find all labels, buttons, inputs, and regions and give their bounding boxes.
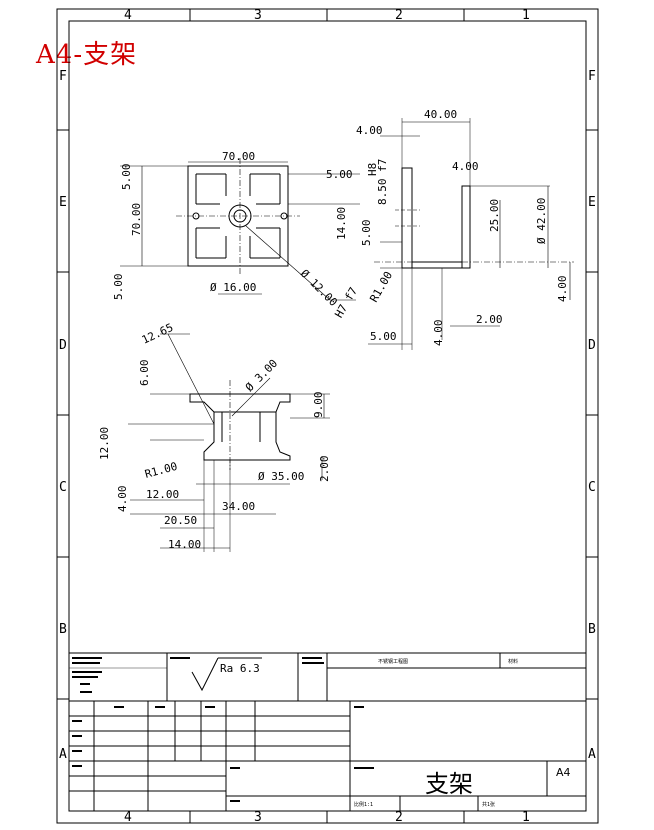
side-view (368, 118, 574, 350)
dim-front-inner: 14.00 (335, 207, 348, 240)
dim-side-bot4: 4.00 (432, 320, 445, 347)
zone-top-3: 2 (395, 8, 403, 23)
dim-side-dia42: Ø 42.00 (535, 198, 548, 244)
dim-side-bot2: 2.00 (476, 313, 503, 326)
zone-left-B: B (59, 622, 67, 637)
dim-sec-dia3: Ø 3.00 (243, 357, 280, 394)
zone-left-A: A (59, 747, 67, 762)
dim-side-5: 5.00 (360, 220, 373, 247)
part-name: 支架 (425, 770, 473, 798)
zone-top-2: 3 (254, 8, 262, 23)
dim-sec-14: 14.00 (168, 538, 201, 551)
dim-side-h8: H8 (366, 163, 379, 176)
surface-roughness: Ra 6.3 (220, 662, 260, 675)
dim-sec-r1: R1.00 (143, 460, 178, 481)
dim-front-top: 5.00 (120, 164, 133, 191)
zone-left-E: E (59, 195, 67, 210)
notes-text-marks (72, 657, 374, 802)
dim-side-25: 25.00 (488, 199, 501, 232)
tb-scale: 比例1:1 (354, 801, 373, 808)
dim-side-small: 4.00 (452, 160, 479, 173)
tb-sheet: 共1张 (482, 801, 495, 808)
dim-side-r1: R1.00 (367, 269, 395, 304)
dim-side-bot5: 5.00 (370, 330, 397, 343)
dim-side-h8f7: 8.50 f7 (376, 159, 389, 205)
drawing-title: A4-支架 (36, 40, 138, 70)
zone-right-C: C (588, 480, 596, 495)
dim-front-height: 70.00 (130, 203, 143, 236)
zone-right-E: E (588, 195, 596, 210)
zone-top-4: 1 (522, 8, 530, 23)
zone-right-B: B (588, 622, 596, 637)
tb-small-2: 材料 (508, 658, 518, 665)
dim-side-length: 40.00 (424, 108, 457, 121)
zone-top-1: 4 (124, 8, 132, 23)
dim-front-width: 70.00 (222, 150, 255, 163)
dim-front-center-dia: Ø 16.00 (210, 281, 256, 294)
sheet-size: A4 (556, 766, 571, 779)
zone-right-F: F (588, 69, 596, 84)
dim-front-right: 5.00 (326, 168, 353, 181)
zone-bottom-4: 1 (522, 810, 530, 825)
zone-bottom-2: 3 (254, 810, 262, 825)
dim-front-bottom: 5.00 (112, 274, 125, 301)
dim-side-wall: 4.00 (356, 124, 383, 137)
dim-sec-9: 9.00 (312, 392, 325, 419)
zone-left-C: C (59, 480, 67, 495)
zone-bottom-1: 4 (124, 810, 132, 825)
dim-sec-dia35: Ø 35.00 (258, 470, 304, 483)
zone-right-D: D (588, 338, 596, 353)
dim-sec-2: 2.00 (318, 456, 331, 483)
title-block (68, 652, 587, 812)
zone-left-F: F (59, 69, 67, 84)
dim-sec-12v: 12.00 (98, 427, 111, 460)
dim-sec-6: 6.00 (138, 360, 151, 387)
tb-small-1: 不锈钢工程图 (378, 658, 408, 665)
zone-bottom-3: 2 (395, 810, 403, 825)
dim-sec-34: 34.00 (222, 500, 255, 513)
dim-sec-4: 4.00 (116, 486, 129, 513)
front-view (120, 158, 360, 301)
section-view (128, 333, 330, 552)
dim-sec-12h: 12.00 (146, 488, 179, 501)
dim-front-hole-dia: Ø 12.00 (298, 267, 340, 309)
dim-sec-2050: 20.50 (164, 514, 197, 527)
dim-side-right4: 4.00 (556, 276, 569, 303)
dim-sec-1265: 12.65 (140, 321, 176, 347)
zone-right-A: A (588, 747, 596, 762)
zone-left-D: D (59, 338, 67, 353)
